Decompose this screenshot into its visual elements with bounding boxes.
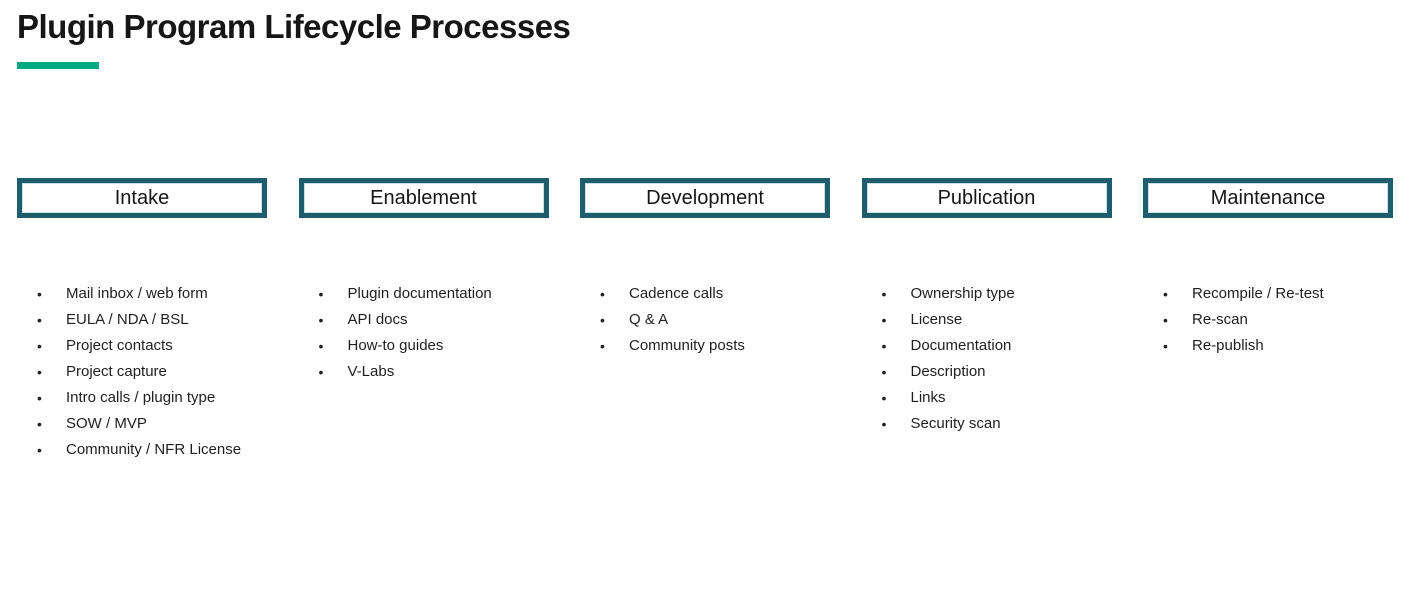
list-item-text: V-Labs [347,363,395,380]
list-item: • Q & A [580,307,830,333]
stage-items-intake: •Mail inbox / web form•EULA / NDA / BSL•… [17,281,267,463]
list-item: • Documentation [862,333,1112,359]
list-item-text: EULA / NDA / BSL [66,311,189,328]
list-item-text: API docs [347,311,408,328]
list-item: • Mail inbox / web form [17,281,267,307]
list-item: • SOW / MVP [17,411,267,437]
bullet-icon: • [881,286,887,302]
lifecycle-column-publication: Publication • Ownership type • License • Docum… [861,178,1112,437]
bullet-icon: • [600,312,605,328]
list-item-text: Links [910,389,946,406]
list-item: • Ownership type [862,281,1112,307]
list-item: • How-to guides [299,333,549,359]
stage-label: Maintenance [1210,186,1326,209]
list-item: • License [862,307,1112,333]
bullet-icon: • [37,442,42,458]
stage-items-development: • Cadence calls • Q & A • Community posts [580,281,830,359]
stage-label: Publication [937,186,1036,209]
bullet-icon: • [881,312,887,328]
bullet-icon: • [37,312,42,328]
lifecycle-column-development: Development • Cadence calls • Q & A • Communit… [580,178,830,359]
lifecycle-column-maintenance: Maintenance•Recompile / Re-test•Re-scan•… [1143,178,1393,359]
stage-items-publication: • Ownership type • License • Documentation • De… [862,281,1112,437]
bullet-icon: • [37,338,42,354]
list-item-text: Cadence calls [629,285,724,302]
bullet-icon: • [1163,286,1168,302]
bullet-icon: • [881,416,887,432]
stage-items-enablement: • Plugin documentation • API docs • How-to gu… [299,281,549,385]
list-item-text: Mail inbox / web form [66,285,208,302]
list-item: • Security scan [862,411,1112,437]
lifecycle-column-enablement: Enablement • Plugin documentation • API docs… [298,178,549,385]
bullet-icon: • [881,390,887,406]
list-item: • Community posts [580,333,830,359]
list-item-text: Security scan [910,415,1001,432]
list-item-text: How-to guides [347,337,444,354]
lifecycle-columns: Intake • Mail inbox / web form • EULA / NDA … [0,178,1427,578]
list-item: • Plugin documentation [299,281,549,307]
bullet-icon: • [881,338,887,354]
list-item-text: Recompile / Re-test [1192,285,1324,302]
bullet-icon: • [318,364,324,380]
list-item: • Description [862,359,1112,385]
list-item: • Project capture [17,359,267,385]
bullet-icon: • [881,364,887,380]
list-item: • V-Labs [299,359,549,385]
list-item-text: Community posts [629,337,745,354]
stage-header-publication: Publication [861,178,1112,218]
stage-header-maintenance: Maintenance [1143,178,1393,218]
bullet-icon: • [1163,338,1168,354]
bullet-icon: • [37,364,42,380]
list-item-text: Intro calls / plugin type [66,389,216,406]
list-item: • Re-scan [1143,307,1393,333]
bullet-icon: • [600,286,605,302]
list-item-text: Community / NFR License [66,441,242,458]
list-item: • Intro calls / plugin type [17,385,267,411]
list-item-text: Plugin documentation [347,285,492,302]
bullet-icon: • [37,390,42,406]
list-item-text: SOW / MVP [66,415,147,432]
stage-header-intake: Intake [17,178,267,218]
list-item: • Links [862,385,1112,411]
list-item: • Recompile / Re-test [1143,281,1393,307]
bullet-icon: • [318,338,324,354]
list-item-text: Re-publish [1192,337,1264,354]
bullet-icon: • [318,286,324,302]
list-item-text: Description [910,363,986,380]
bullet-icon: • [1163,312,1168,328]
list-item: • Community / NFR License [17,437,267,463]
lifecycle-column-intake: Intake • Mail inbox / web form • EULA / NDA … [17,178,267,463]
list-item: • Project contacts [17,333,267,359]
list-item: • API docs [299,307,549,333]
list-item-text: Ownership type [910,285,1015,302]
page-title: Plugin Program Lifecycle Processes [17,8,571,45]
stage-label: Enablement [370,186,477,209]
list-item-text: Documentation [910,337,1012,354]
list-item: • Cadence calls [580,281,830,307]
list-item-text: Project contacts [66,337,173,354]
list-item: • Re-publish [1143,333,1393,359]
list-item-text: Project capture [66,363,167,380]
bullet-icon: • [37,416,42,432]
bullet-icon: • [318,312,324,328]
stage-header-enablement: Enablement [298,178,549,218]
list-item: • EULA / NDA / BSL [17,307,267,333]
bullet-icon: • [37,286,42,302]
stage-items-maintenance: • Recompile / Re-test • Re-scan • Re-publish [1143,281,1393,359]
list-item-text: Re-scan [1192,311,1248,328]
list-item-text: Q & A [629,311,669,328]
stage-label: Intake [114,186,170,209]
stage-label: Development [646,186,764,209]
stage-header-development: Development [580,178,830,218]
bullet-icon: • [600,338,605,354]
list-item-text: License [910,311,963,328]
accent-bar [17,62,99,69]
